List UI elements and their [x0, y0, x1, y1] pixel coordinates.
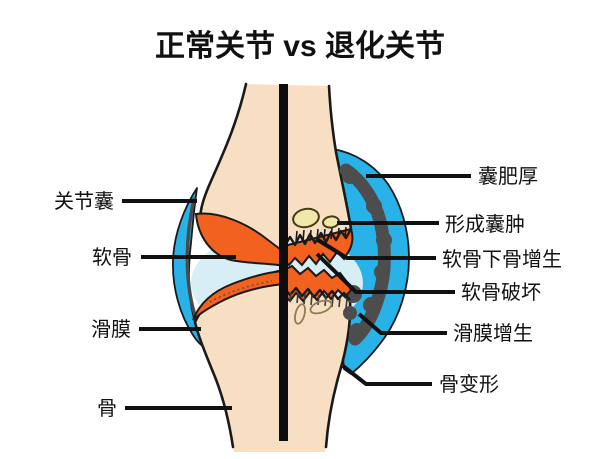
- bone-cysts: [292, 207, 340, 229]
- divider-line: [279, 84, 288, 441]
- cyst-large: [292, 207, 320, 229]
- bone-deformation-leader-line: [341, 364, 432, 386]
- label-bone: 骨: [97, 398, 117, 420]
- label-synovium: 滑膜: [91, 318, 131, 341]
- label-cartilage: 软骨: [92, 246, 132, 269]
- tibia-texture-marks: [294, 299, 333, 325]
- label-subchondral-hyperplasia: 软骨下骨增生: [442, 248, 562, 271]
- tibia-shape: [195, 270, 351, 452]
- label-capsule-thickening: 囊肥厚: [478, 165, 538, 188]
- leader-lines: [122, 174, 471, 410]
- subchondral-hyperplasia-leader-line: [316, 238, 436, 260]
- femur-eroded-edge: [282, 228, 353, 248]
- synovial-hyperplasia-leader-line: [357, 312, 447, 335]
- page-title: 正常关节 vs 退化关节: [155, 30, 445, 63]
- anatomy-labels: 关节囊 软骨 滑膜 骨 囊肥厚 形成囊肿 软骨下骨增生 软骨破坏 滑膜增生 骨变…: [54, 165, 562, 420]
- label-cartilage-destruction: 软骨破坏: [461, 281, 541, 304]
- subchondral-teeth-marks: [295, 226, 347, 243]
- cyst-small: [322, 215, 340, 229]
- label-synovial-hyperplasia: 滑膜增生: [453, 322, 533, 345]
- cartilage-left-stipple: [209, 280, 273, 303]
- label-cyst-formation: 形成囊肿: [445, 213, 525, 236]
- label-joint-capsule: 关节囊: [54, 190, 114, 213]
- cartilage-destruction-leader-line: [315, 252, 455, 294]
- tibia-mark-2: [309, 299, 333, 315]
- label-bone-deformation: 骨变形: [439, 373, 499, 396]
- tibia-eroded-edge: [283, 286, 351, 301]
- tibia-mark-1: [294, 303, 306, 325]
- synovium-bumps: [342, 168, 392, 339]
